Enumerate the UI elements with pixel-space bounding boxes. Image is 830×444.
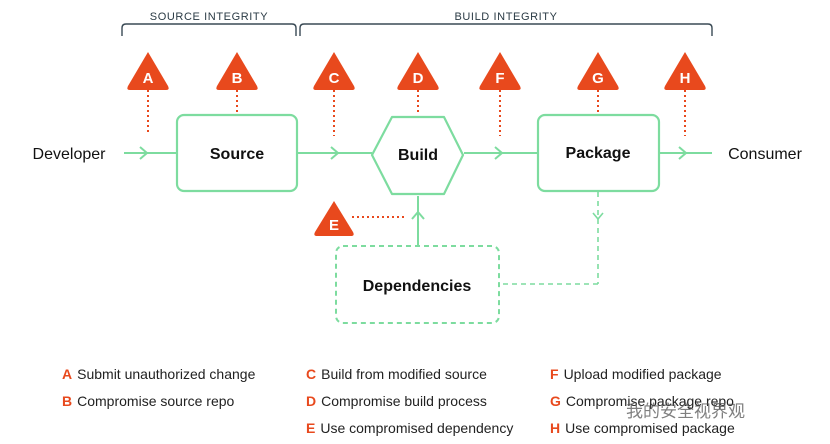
developer-label: Developer	[33, 146, 107, 163]
svg-text:H: H	[680, 70, 691, 87]
build-node: Build	[370, 115, 465, 196]
source-integrity-label: SOURCE INTEGRITY	[150, 11, 268, 23]
source-integrity-bracket: SOURCE INTEGRITY	[121, 11, 297, 36]
svg-text:Package: Package	[566, 145, 631, 162]
threat-marker-d: D	[397, 52, 439, 90]
svg-text:E: E	[329, 217, 339, 234]
svg-text:B: B	[232, 70, 243, 87]
threat-marker-e: E	[314, 201, 354, 236]
build-integrity-bracket: BUILD INTEGRITY	[299, 11, 713, 36]
svg-text:A: A	[143, 70, 154, 87]
svg-text:Source: Source	[210, 146, 264, 163]
consumer-label: Consumer	[728, 146, 802, 163]
build-integrity-label: BUILD INTEGRITY	[454, 11, 557, 23]
package-node: Package	[536, 113, 661, 193]
threat-connectors	[147, 90, 686, 218]
threat-marker-f: F	[479, 52, 521, 90]
package-dependency-link	[500, 192, 599, 285]
source-node: Source	[175, 113, 299, 193]
package-dependency-arrowhead	[592, 212, 604, 221]
svg-text:Build: Build	[398, 147, 438, 164]
svg-text:Dependencies: Dependencies	[363, 278, 472, 295]
svg-text:C: C	[329, 70, 340, 87]
threat-marker-a: A	[127, 52, 169, 90]
svg-text:G: G	[592, 70, 604, 87]
threat-marker-b: B	[216, 52, 258, 90]
threat-marker-c: C	[313, 52, 355, 90]
threat-marker-g: G	[577, 52, 619, 90]
svg-text:F: F	[495, 70, 504, 87]
svg-text:D: D	[413, 70, 424, 87]
flow-arrows	[124, 146, 712, 246]
watermark: 我的安全视界观	[626, 402, 745, 421]
dependencies-node: Dependencies	[335, 245, 500, 324]
threat-marker-h: H	[664, 52, 706, 90]
